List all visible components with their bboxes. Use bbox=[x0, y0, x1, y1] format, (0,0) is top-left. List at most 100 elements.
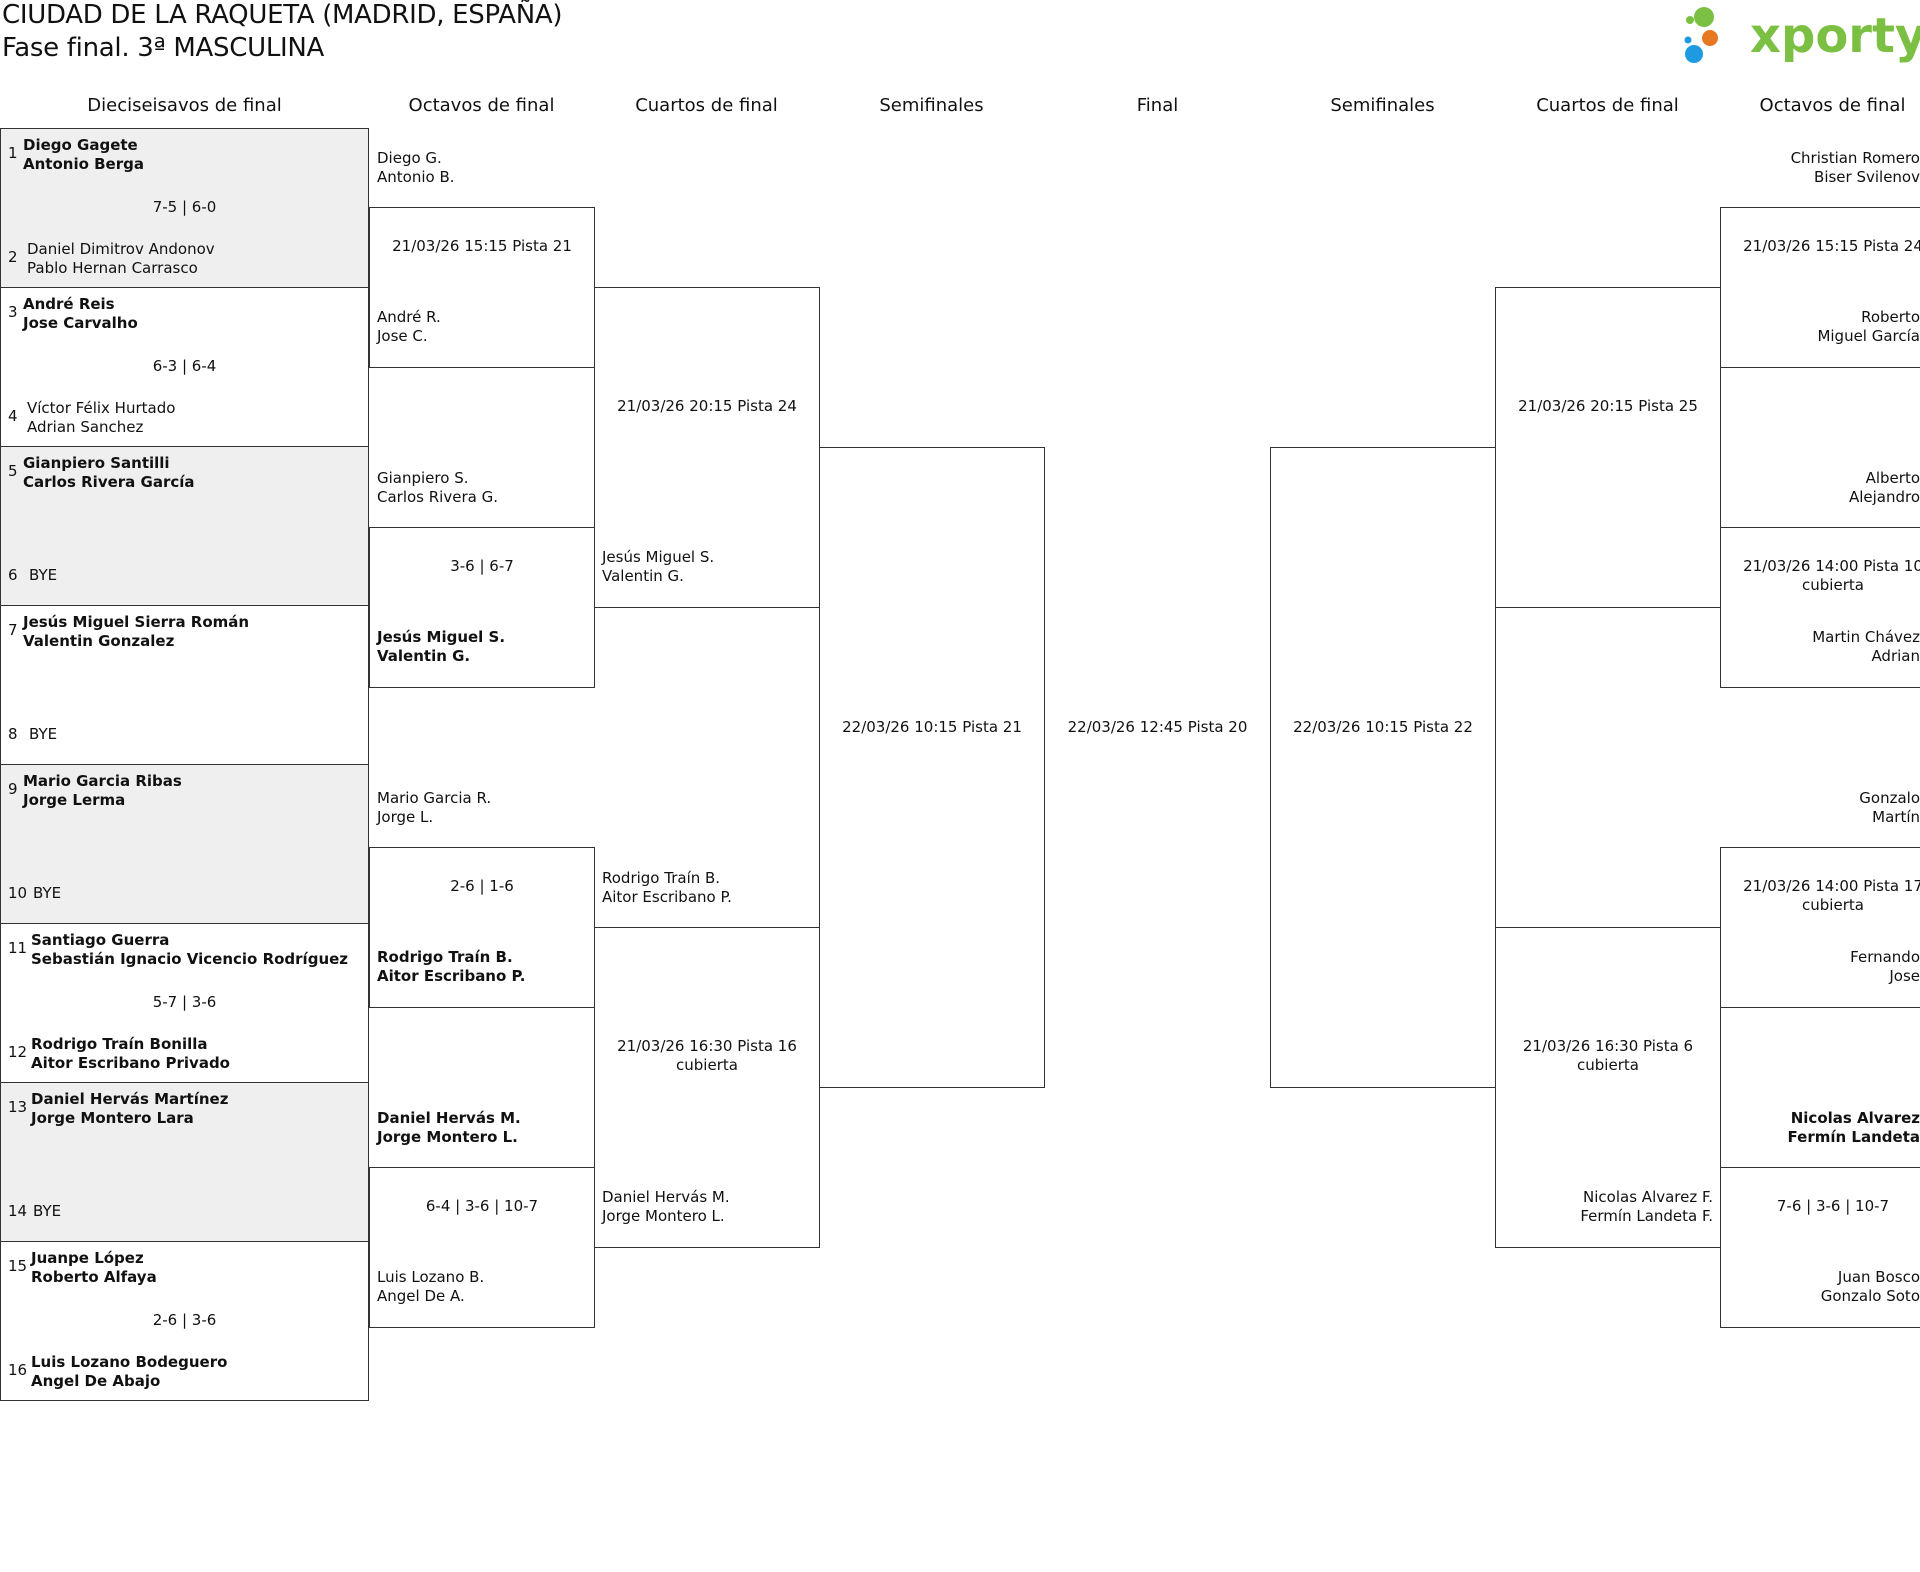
player-name: Luis Lozano Bodeguero bbox=[31, 1353, 228, 1371]
seed-number: 14 bbox=[8, 1202, 28, 1220]
player-name: Daniel Hervás M. bbox=[602, 1188, 730, 1206]
r32-match bbox=[0, 446, 369, 606]
player-name: Víctor Félix Hurtado bbox=[27, 399, 176, 417]
r16-match bbox=[1720, 847, 1920, 1008]
player-name: Sebastián Ignacio Vicencio Rodríguez bbox=[31, 950, 349, 968]
player-name: Fernando bbox=[1850, 948, 1920, 966]
player-name: Carlos Rivera García bbox=[23, 473, 195, 491]
player-name: BYE bbox=[33, 1202, 62, 1220]
player-name: Jose Carvalho bbox=[23, 314, 138, 332]
match-info: 21/03/26 14:00 Pista 17 bbox=[1743, 877, 1920, 895]
player-name: BYE bbox=[29, 725, 58, 743]
player-name: Miguel García bbox=[1817, 327, 1920, 345]
match-info: 22/03/26 10:15 Pista 22 bbox=[1293, 718, 1473, 736]
player-name: Roberto Alfaya bbox=[31, 1268, 157, 1286]
player-name: Fermín Landeta F. bbox=[1580, 1207, 1713, 1225]
seed-number: 7 bbox=[8, 621, 18, 639]
player-name: BYE bbox=[33, 884, 62, 902]
player-name: Jorge Montero L. bbox=[377, 1128, 518, 1146]
r32-match bbox=[0, 764, 369, 924]
seed-number: 8 bbox=[8, 725, 18, 743]
r16-match bbox=[1720, 527, 1920, 688]
page-title: CIUDAD DE LA RAQUETA (MADRID, ESPAÑA) bbox=[2, 0, 563, 30]
player-name: Rodrigo Traín B. bbox=[602, 869, 721, 887]
match-score: 7-5 | 6-0 bbox=[152, 198, 217, 216]
seed-number: 9 bbox=[8, 780, 18, 798]
player-name: Aitor Escribano P. bbox=[602, 888, 732, 906]
player-name: André Reis bbox=[23, 295, 115, 313]
player-name: André R. bbox=[377, 308, 441, 326]
player-name: Aitor Escribano P. bbox=[377, 967, 526, 985]
player-name: Juan Bosco bbox=[1837, 1268, 1920, 1286]
player-name: Roberto bbox=[1861, 308, 1920, 326]
player-name: Pablo Hernan Carrasco bbox=[27, 259, 198, 277]
r16-match bbox=[1720, 1167, 1920, 1328]
match-info: cubierta bbox=[1802, 896, 1864, 914]
seed-number: 2 bbox=[8, 248, 18, 266]
player-name: BYE bbox=[29, 566, 58, 584]
match-info: 2-6 | 1-6 bbox=[450, 877, 514, 895]
match-info: cubierta bbox=[1802, 576, 1864, 594]
player-name: Jesús Miguel S. bbox=[377, 628, 506, 646]
column-header: Semifinales bbox=[879, 95, 984, 116]
match-info: cubierta bbox=[676, 1056, 738, 1074]
player-name: Aitor Escribano Privado bbox=[31, 1054, 230, 1072]
player-name: Mario Garcia R. bbox=[377, 789, 492, 807]
seed-number: 16 bbox=[8, 1361, 28, 1379]
player-name: Gianpiero S. bbox=[377, 469, 469, 487]
seed-number: 3 bbox=[8, 303, 18, 321]
match-score: 2-6 | 3-6 bbox=[152, 1311, 217, 1329]
qf-match bbox=[1495, 287, 1721, 608]
player-name: Diego G. bbox=[377, 149, 442, 167]
player-name: Daniel Hervás M. bbox=[377, 1109, 521, 1127]
player-name: Jesús Miguel Sierra Román bbox=[23, 613, 250, 631]
player-name: Jorge L. bbox=[377, 808, 434, 826]
player-name: Valentin G. bbox=[377, 647, 471, 665]
match-info: 6-4 | 3-6 | 10-7 bbox=[425, 1197, 539, 1215]
player-name: Alejandro bbox=[1848, 488, 1920, 506]
player-name: Jesús Miguel S. bbox=[602, 548, 715, 566]
player-name: Christian Romero bbox=[1790, 149, 1920, 167]
match-info: 21/03/26 16:30 Pista 6 bbox=[1522, 1037, 1694, 1055]
player-name: Jorge Montero L. bbox=[602, 1207, 725, 1225]
player-name: Gianpiero Santilli bbox=[23, 454, 170, 472]
r32-match bbox=[0, 1241, 369, 1401]
seed-number: 5 bbox=[8, 462, 18, 480]
player-name: Martín bbox=[1872, 808, 1920, 826]
player-name: Daniel Hervás Martínez bbox=[31, 1090, 229, 1108]
column-header: Cuartos de final bbox=[1536, 95, 1679, 116]
player-name: Luis Lozano B. bbox=[377, 1268, 485, 1286]
seed-number: 4 bbox=[8, 407, 18, 425]
match-info: 21/03/26 14:00 Pista 10 bbox=[1743, 557, 1920, 575]
sf-match bbox=[1270, 447, 1496, 1088]
player-name: Adrian Sanchez bbox=[27, 418, 144, 436]
column-header: Semifinales bbox=[1330, 95, 1435, 116]
player-name: Daniel Dimitrov Andonov bbox=[27, 240, 215, 258]
player-name: Martin Chávez bbox=[1812, 628, 1920, 646]
player-name: Angel De A. bbox=[377, 1287, 465, 1305]
sf-match bbox=[819, 447, 1045, 1088]
match-info: 21/03/26 15:15 Pista 21 bbox=[392, 237, 572, 255]
xporty-logo: xporty bbox=[1684, 7, 1920, 64]
player-name: Gonzalo bbox=[1859, 789, 1920, 807]
column-header: Octavos de final bbox=[1759, 95, 1906, 116]
column-header: Octavos de final bbox=[408, 95, 555, 116]
player-name: Nicolas Alvarez bbox=[1790, 1109, 1920, 1127]
page-subtitle: Fase final. 3ª MASCULINA bbox=[2, 33, 325, 63]
match-info: 7-6 | 3-6 | 10-7 bbox=[1776, 1197, 1890, 1215]
match-info: 21/03/26 20:15 Pista 24 bbox=[617, 397, 797, 415]
seed-number: 1 bbox=[8, 144, 18, 162]
column-header: Dieciseisavos de final bbox=[87, 95, 282, 116]
match-info: cubierta bbox=[1577, 1056, 1639, 1074]
player-name: Fermín Landeta bbox=[1787, 1128, 1920, 1146]
player-name: Valentin Gonzalez bbox=[23, 632, 175, 650]
player-name: Antonio Berga bbox=[23, 155, 144, 173]
player-name: Juanpe López bbox=[31, 1249, 144, 1267]
seed-number: 15 bbox=[8, 1257, 28, 1275]
player-name: Valentin G. bbox=[602, 567, 684, 585]
seed-number: 12 bbox=[8, 1043, 28, 1061]
match-info: 21/03/26 16:30 Pista 16 bbox=[617, 1037, 797, 1055]
player-name: Biser Svilenov bbox=[1814, 168, 1920, 186]
match-info: 21/03/26 20:15 Pista 25 bbox=[1518, 397, 1698, 415]
match-info: 21/03/26 15:15 Pista 24 bbox=[1743, 237, 1920, 255]
